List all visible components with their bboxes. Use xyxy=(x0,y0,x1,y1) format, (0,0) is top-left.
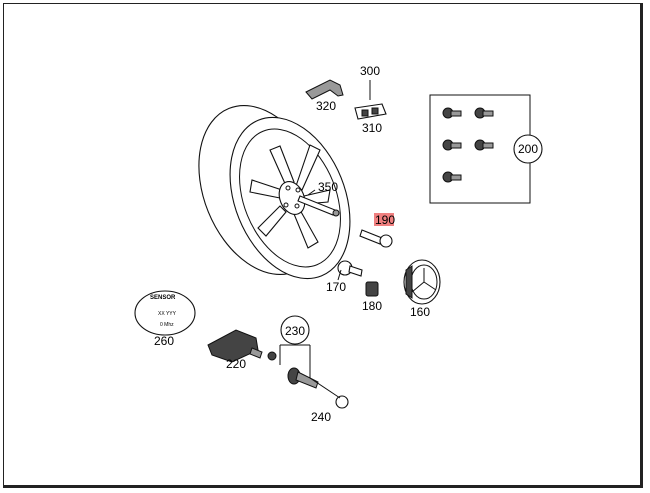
label-220[interactable]: 220 xyxy=(226,357,246,371)
sensor-label-line1: SENSOR xyxy=(150,295,176,301)
balance-weight-320[interactable] xyxy=(305,79,344,100)
highlight-190 xyxy=(374,213,394,226)
sensor-label-line2: XX YYY xyxy=(158,311,177,317)
diagram-frame xyxy=(3,3,643,488)
tire-sensor-label-260[interactable]: SENSOR XX YYY 0 Mhz xyxy=(134,290,196,336)
valve-170[interactable] xyxy=(337,260,363,277)
valve-assembly-230[interactable] xyxy=(279,315,311,378)
label-240[interactable]: 240 xyxy=(311,410,331,424)
label-200[interactable]: 200 xyxy=(518,142,538,156)
label-260[interactable]: 260 xyxy=(154,334,174,348)
label-350[interactable]: 350 xyxy=(318,180,338,194)
wheel-bolt-set-200[interactable] xyxy=(429,94,543,204)
valve-cap-180[interactable] xyxy=(365,281,379,297)
wheel-bolt-190[interactable] xyxy=(359,229,393,248)
hub-cap-160[interactable] xyxy=(403,259,441,305)
label-320[interactable]: 320 xyxy=(316,99,336,113)
sensor-label-line3: 0 Mhz xyxy=(160,322,174,328)
valve-stem-240[interactable] xyxy=(287,367,349,409)
balance-weight-310[interactable] xyxy=(354,103,387,120)
label-170[interactable]: 170 xyxy=(326,280,346,294)
label-160[interactable]: 160 xyxy=(410,305,430,319)
label-180[interactable]: 180 xyxy=(362,299,382,313)
label-230[interactable]: 230 xyxy=(285,324,305,338)
wheel-rim[interactable] xyxy=(175,87,372,297)
label-310[interactable]: 310 xyxy=(362,121,382,135)
label-190[interactable]: 190 xyxy=(375,213,395,227)
label-300[interactable]: 300 xyxy=(360,64,380,78)
tire-pressure-sensor-220[interactable] xyxy=(207,329,277,363)
